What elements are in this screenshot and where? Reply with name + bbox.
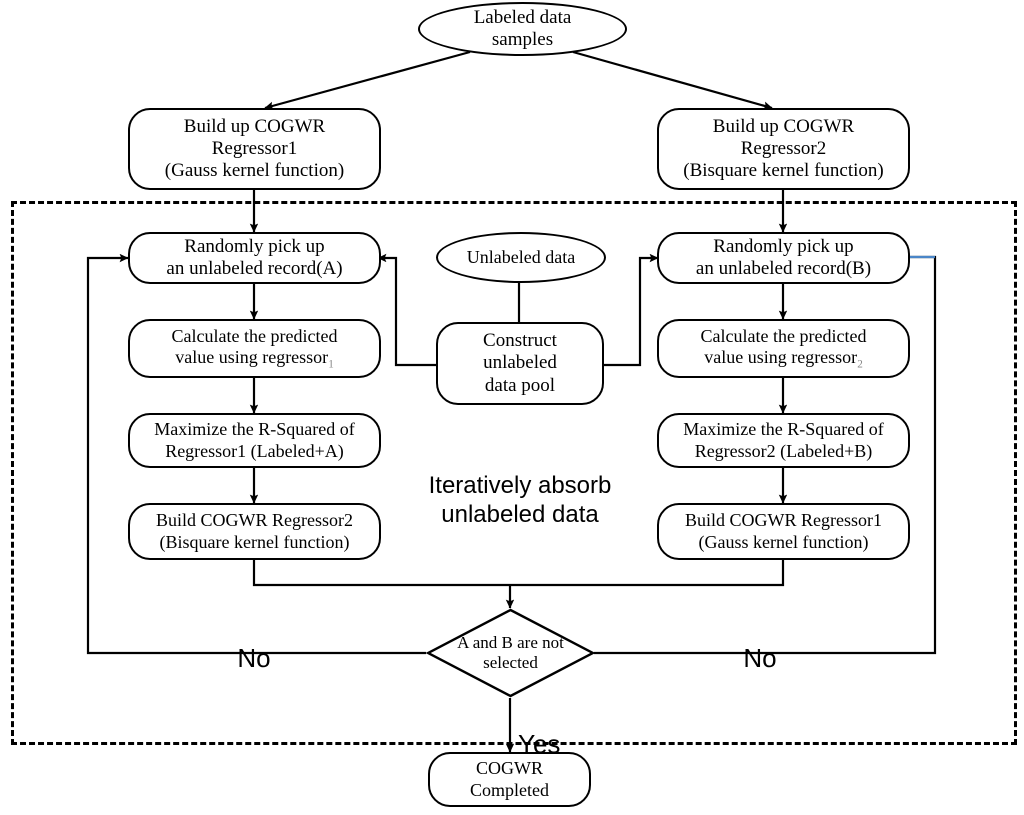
regressor-index-sub: 2 xyxy=(857,358,863,371)
label-yes: Yes xyxy=(518,729,561,760)
regressor-index-sub: 1 xyxy=(328,358,334,371)
node-unlabeled-data-label: Unlabeled data xyxy=(466,246,576,267)
label-no-right: No xyxy=(743,643,777,674)
diamond-shape xyxy=(426,608,595,698)
node-build-loop-regressor1-label: Build COGWR Regressor1(Gauss kernel func… xyxy=(685,510,882,552)
node-build-loop-regressor1: Build COGWR Regressor1(Gauss kernel func… xyxy=(657,503,910,560)
node-build-loop-regressor2: Build COGWR Regressor2(Bisquare kernel f… xyxy=(128,503,381,560)
node-build-loop-regressor2-label: Build COGWR Regressor2(Bisquare kernel f… xyxy=(156,510,353,552)
label-no-left: No xyxy=(237,643,271,674)
iterative-region-boundary xyxy=(11,201,1017,745)
node-unlabeled-data: Unlabeled data xyxy=(436,232,606,283)
